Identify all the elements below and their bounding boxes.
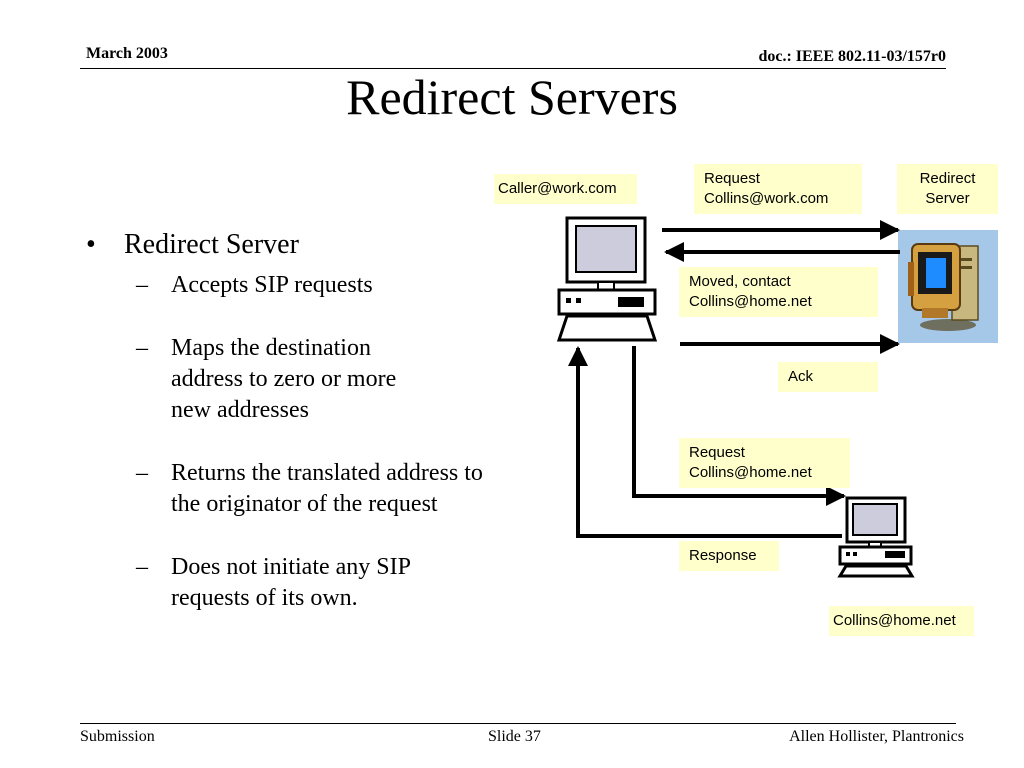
sub-bullet-text: Returns the translated address to the or… [171, 460, 483, 517]
response-label: Response [679, 541, 779, 571]
sub-bullet: – Maps the destination address to zero o… [136, 333, 416, 426]
sub-bullet: – Does not initiate any SIP requests of … [136, 552, 506, 614]
sub-bullet: – Returns the translated address to the … [136, 458, 506, 520]
callee-label: Collins@home.net [829, 606, 974, 636]
redirect-server-label: Redirect Server [897, 164, 998, 214]
response-arrow [568, 346, 842, 538]
header-rule [80, 68, 946, 69]
caller-computer-icon [556, 216, 658, 342]
bullet-list: • Redirect Server – Accepts SIP requests… [86, 228, 506, 614]
bullet-main: • Redirect Server [86, 228, 506, 262]
moved-label: Moved, contact Collins@home.net [679, 267, 878, 317]
request-home-label: Request Collins@home.net [679, 438, 850, 488]
footer-rule [80, 723, 956, 724]
request-label: Request Collins@work.com [694, 164, 862, 214]
request-home-arrow [632, 346, 846, 506]
footer-left: Submission [80, 728, 155, 745]
bullet-dot: • [86, 229, 96, 260]
sub-bullet-text: Maps the destination address to zero or … [171, 335, 397, 423]
slide-title: Redirect Servers [346, 69, 678, 125]
ack-label: Ack [778, 362, 878, 392]
sub-bullet-text: Does not initiate any SIP requests of it… [171, 554, 411, 611]
bullet-main-text: Redirect Server [124, 229, 299, 260]
footer-author: Allen Hollister, Plantronics [789, 728, 964, 745]
sub-bullet: – Accepts SIP requests [136, 270, 506, 301]
footer-slide-number: Slide 37 [488, 728, 541, 745]
caller-label: Caller@work.com [494, 174, 637, 204]
callee-computer-icon [837, 496, 915, 578]
header-date: March 2003 [86, 45, 168, 62]
header-doc-id: doc.: IEEE 802.11-03/157r0 [758, 48, 946, 65]
server-icon [898, 230, 998, 343]
sub-bullet-text: Accepts SIP requests [171, 272, 373, 298]
